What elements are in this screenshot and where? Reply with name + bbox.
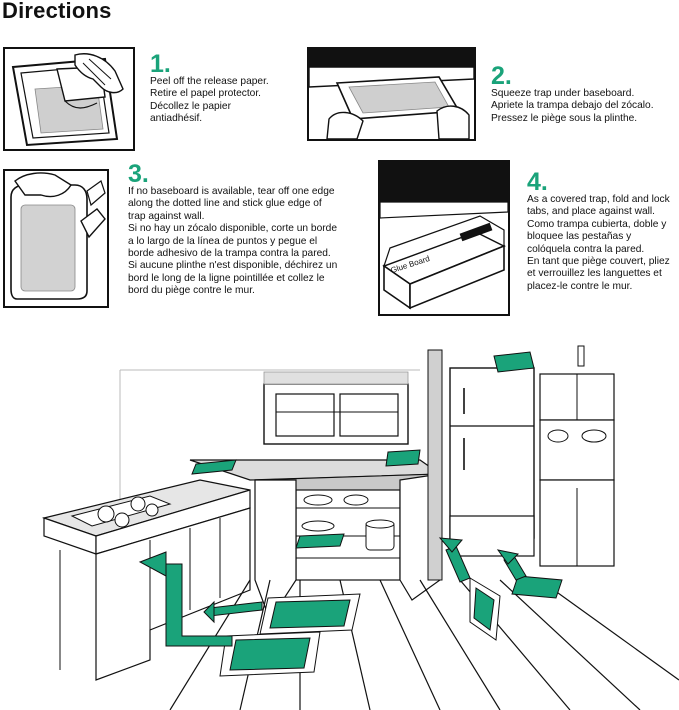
window-graphic [263,371,409,445]
step-2-number: 2. [491,62,512,90]
step-1-number: 1. [150,50,171,78]
step-3-illustration [3,169,109,308]
step-4-number: 4. [527,168,548,196]
kitchen-placement-illustration [0,340,679,710]
step-2-illustration [307,47,476,141]
step-2-text: Squeeze trap under baseboard.Apriete la … [491,88,654,124]
step-1-illustration [3,47,135,151]
step-3-text: If no baseboard is available, tear off o… [128,186,338,297]
step-4-illustration: Glue Board [378,160,510,316]
page-title: Directions [2,0,112,23]
step-3-number: 3. [128,160,149,188]
step-1-text: Peel off the release paper.Retire el pap… [150,76,269,125]
